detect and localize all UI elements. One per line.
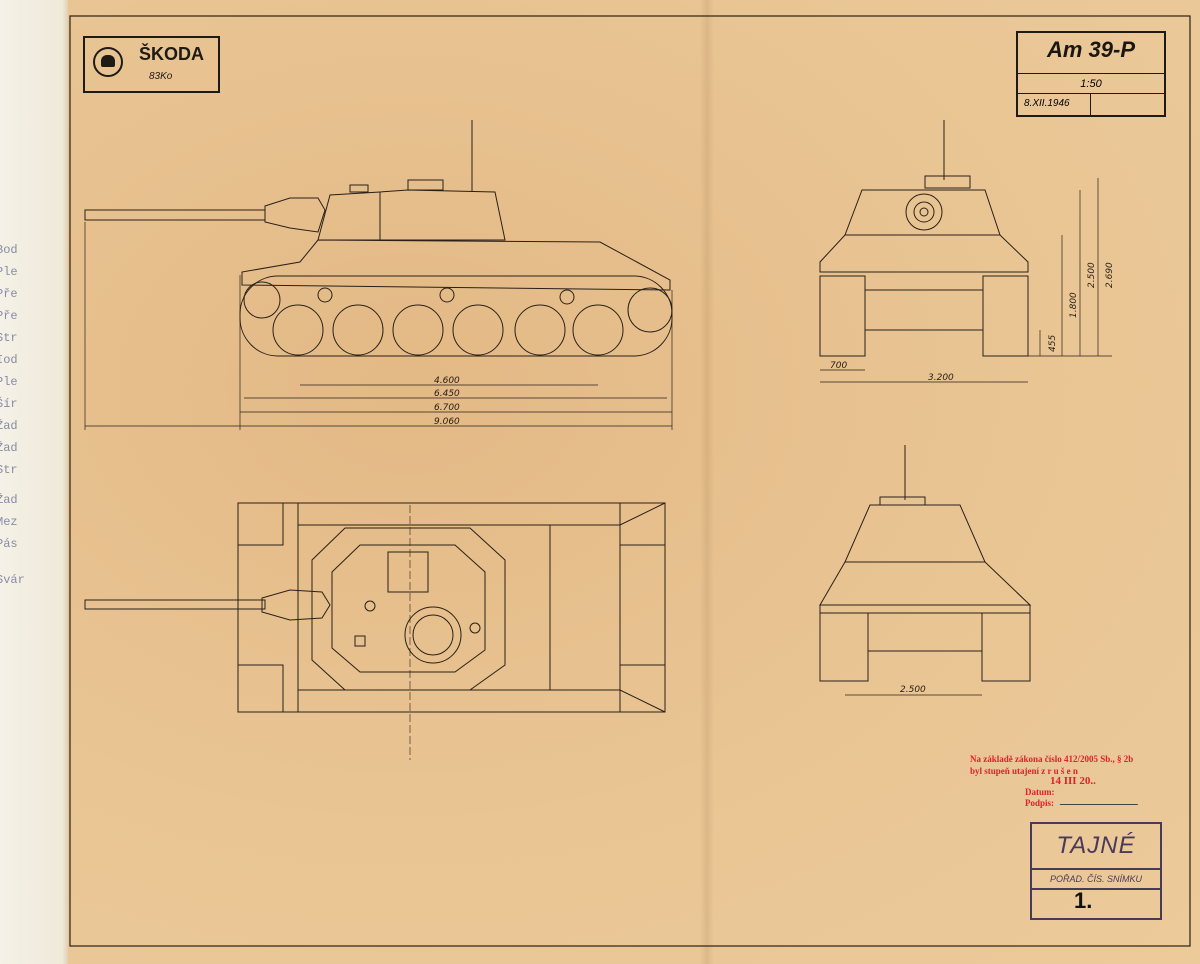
dim-6450: 6.450	[434, 389, 460, 399]
margin-text-line: Str	[0, 331, 18, 345]
date: 8.XII.1946	[1024, 98, 1070, 109]
turret	[844, 189, 1001, 236]
turret	[311, 527, 506, 691]
declass-line2: byl stupeň utajení z r u š e n	[970, 766, 1078, 776]
dim-700: 700	[830, 361, 847, 371]
dim-4600: 4.600	[434, 376, 460, 386]
secret-title: TAJNÉ	[1056, 832, 1136, 859]
secret-label: POŘAD. ČÍS. SNÍMKU	[1049, 874, 1142, 884]
road-wheels	[243, 281, 673, 356]
secret-number: 1.	[1074, 888, 1093, 913]
maker-code: 83Ko	[149, 71, 173, 82]
skoda-logo	[93, 47, 123, 77]
right-track	[981, 612, 1031, 682]
dim-1800: 1.800	[1069, 292, 1079, 318]
dim-455: 455	[1048, 335, 1058, 352]
declass-date-label: Datum:	[1025, 787, 1055, 797]
dim-3200: 3.200	[928, 373, 954, 383]
margin-text-line: Mez	[0, 515, 18, 529]
cupola	[407, 179, 444, 191]
margin-text-line: Žad	[0, 419, 18, 433]
secret-stamp: TAJNÉ POŘAD. ČÍS. SNÍMKU 1.	[1030, 822, 1162, 920]
left-margin-page	[0, 0, 78, 964]
designation: Am 39-P	[1046, 37, 1136, 62]
gun-mantlet	[261, 589, 331, 621]
dim-9060: 9.060	[434, 417, 460, 427]
margin-text-line: Str	[0, 463, 18, 477]
title-block: Am 39-P 1:50 8.XII.1946	[1016, 31, 1166, 117]
side-view: 4.600 6.450 6.700 9.060	[84, 120, 673, 430]
signature	[1059, 792, 1143, 805]
hull	[241, 239, 671, 291]
declass-date-value: 14 III 20..	[1050, 775, 1096, 787]
margin-text-line: Žad	[0, 441, 18, 455]
drawing-sheet	[68, 0, 1200, 964]
dim-6700: 6.700	[434, 403, 460, 413]
gun-barrel	[84, 209, 266, 221]
margin-text-line: Bod	[0, 243, 18, 257]
hull	[819, 561, 1032, 606]
margin-text-line: Šír	[0, 397, 18, 411]
maker-box: ŠKODA 83Ko	[83, 36, 220, 93]
scale: 1:50	[1080, 78, 1102, 90]
declass-line1: Na základě zákona číslo 412/2005 Sb., § …	[970, 754, 1134, 764]
rear-view: 2.500	[819, 445, 1032, 696]
margin-text-line: Iod	[0, 353, 18, 367]
left-track	[819, 612, 869, 682]
sheet-border	[69, 15, 1191, 947]
margin-text-line: Pře	[0, 287, 18, 301]
left-track	[819, 275, 866, 357]
center-fold	[700, 0, 714, 964]
margin-text-line: Pás	[0, 537, 18, 551]
dim-2500: 2.500	[1087, 262, 1097, 288]
declass-sign-label: Podpis:	[1025, 798, 1055, 808]
top-view	[84, 502, 666, 760]
margin-text-line: Svár	[0, 573, 25, 587]
hull	[819, 234, 1029, 273]
gun-barrel	[84, 599, 266, 610]
maker-name: ŠKODA	[139, 44, 205, 64]
margin-text-line: Žad	[0, 493, 18, 507]
turret	[317, 189, 506, 241]
turret	[844, 504, 986, 563]
margin-text-line: Pře	[0, 309, 18, 323]
dim-2690: 2.690	[1105, 262, 1115, 288]
dim-2500-rear: 2.500	[900, 685, 926, 695]
margin-text-line: Ple	[0, 265, 18, 279]
front-view: 700 3.200 455 1.800 2.500 2.690	[819, 120, 1115, 383]
hull	[237, 502, 666, 713]
margin-text-line: Ple	[0, 375, 18, 389]
gun-mantlet	[264, 197, 326, 233]
right-track	[982, 275, 1029, 357]
